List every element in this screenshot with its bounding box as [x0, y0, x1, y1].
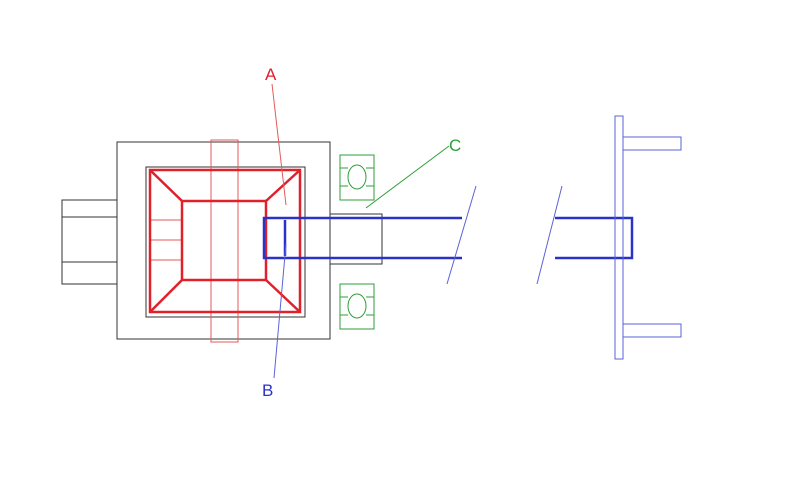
- component-a-corner-diagonals: [149, 169, 301, 313]
- leader-line-a: [271, 83, 287, 206]
- shaft-left-segment: [262, 216, 462, 260]
- component-b: [262, 185, 634, 285]
- end-plate-vertical: [614, 115, 624, 360]
- shaft-break-right: [536, 185, 563, 285]
- label-a: A: [265, 65, 277, 84]
- component-c: [339, 154, 375, 330]
- component-a-vertical-band: [210, 139, 239, 343]
- shaft-right-segment: [555, 216, 634, 260]
- component-a-inner-square: [180, 199, 268, 282]
- bearing-block-top: [339, 154, 375, 201]
- component-a-outer-square: [148, 168, 302, 314]
- leader-line-c: [365, 145, 450, 209]
- bearing-block-bottom: [339, 283, 375, 330]
- label-b: B: [262, 381, 273, 400]
- end-plate-arm-top: [622, 136, 682, 151]
- shaft-break-left: [446, 185, 477, 285]
- label-c: C: [449, 136, 461, 155]
- end-plate-arm-bottom: [622, 323, 682, 338]
- end-plate: [614, 115, 682, 360]
- component-a: [148, 139, 302, 343]
- housing-left-stub: [61, 199, 118, 285]
- component-a-left-hatch: [150, 219, 182, 261]
- housing-right-neck: [329, 213, 383, 265]
- leader-line-b: [273, 243, 287, 379]
- housing: [61, 141, 383, 340]
- housing-inner-frame: [145, 166, 306, 318]
